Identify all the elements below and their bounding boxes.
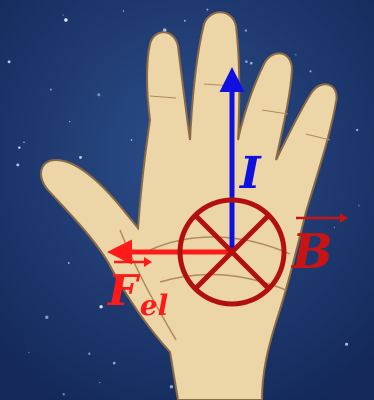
star bbox=[8, 60, 11, 63]
star bbox=[23, 141, 25, 143]
star bbox=[16, 163, 19, 166]
star bbox=[69, 121, 70, 122]
star bbox=[245, 29, 247, 31]
force-letter: F bbox=[108, 266, 138, 315]
star bbox=[50, 88, 52, 90]
star bbox=[170, 385, 173, 388]
star bbox=[345, 343, 348, 346]
star bbox=[206, 9, 208, 11]
star bbox=[99, 305, 102, 308]
star bbox=[131, 139, 132, 140]
force-label: Fel bbox=[108, 270, 168, 312]
star bbox=[18, 146, 20, 148]
star bbox=[295, 54, 297, 56]
star bbox=[358, 205, 359, 206]
star bbox=[45, 316, 48, 319]
star bbox=[88, 353, 90, 355]
star bbox=[184, 20, 186, 22]
star bbox=[113, 362, 116, 365]
star bbox=[245, 60, 248, 63]
star bbox=[356, 129, 358, 131]
star bbox=[79, 156, 82, 159]
star bbox=[28, 352, 29, 353]
current-label: I bbox=[240, 152, 261, 196]
star bbox=[62, 14, 63, 15]
star bbox=[64, 18, 67, 21]
star bbox=[99, 382, 100, 383]
star bbox=[123, 10, 124, 11]
star bbox=[63, 393, 65, 395]
star bbox=[334, 227, 335, 228]
star bbox=[97, 93, 100, 96]
magnetic-field-label: B bbox=[292, 228, 333, 276]
star bbox=[68, 262, 70, 264]
force-subscript: el bbox=[140, 289, 168, 322]
star bbox=[309, 70, 311, 72]
star bbox=[250, 62, 253, 65]
